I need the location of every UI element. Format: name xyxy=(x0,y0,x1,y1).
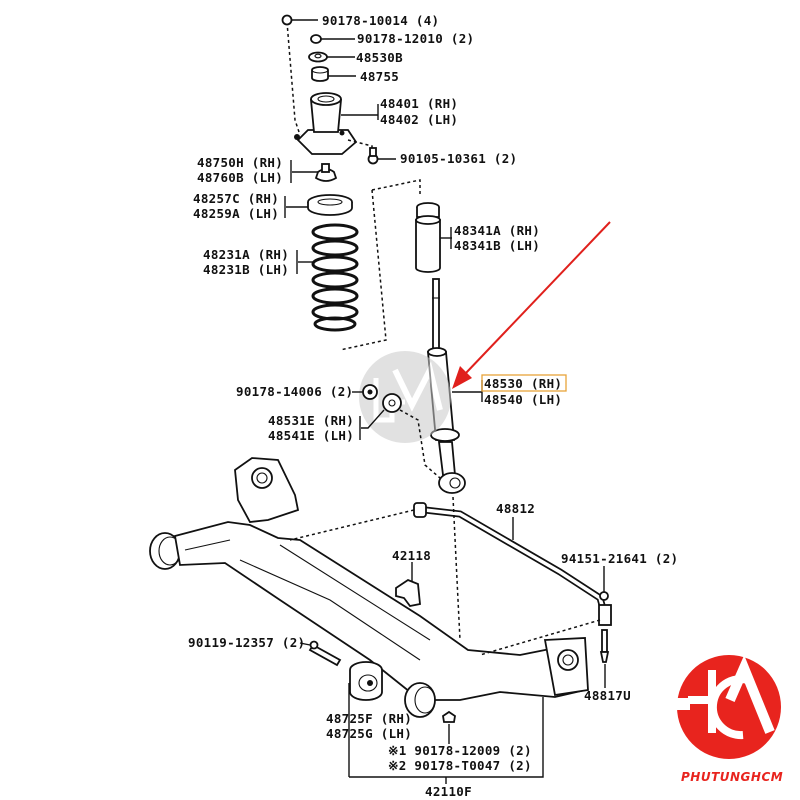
label-support-lh: 48402 (LH) xyxy=(380,112,458,127)
label-boot-lh: 48341B (LH) xyxy=(454,238,540,253)
label-absorber-lh: 48540 (LH) xyxy=(484,392,562,407)
label-bushing-lh: 48541E (LH) xyxy=(268,428,354,443)
stab-nut-icon xyxy=(599,591,609,601)
nut-small-icon xyxy=(310,34,322,44)
absorber-nut-icon xyxy=(362,384,378,400)
label-stab-bracket: 42118 xyxy=(392,548,431,563)
label-stabilizer-bar: 48812 xyxy=(496,501,535,516)
label-nut-absorber: 90178-14006 (2) xyxy=(236,384,353,399)
top-mount-group: 90178-10014 (4) 90178-12010 (2) 48530B 4… xyxy=(193,13,517,332)
logo-brand-text: PHUTUNGHCM xyxy=(681,770,783,784)
label-bushing-rh: 48531E (RH) xyxy=(268,413,354,428)
label-stab-nut: 94151-21641 (2) xyxy=(561,551,678,566)
label-absorber-rh[interactable]: 48530 (RH) xyxy=(484,376,562,391)
label-washer: 48530B xyxy=(356,50,403,65)
label-bolt-support: 90105-10361 (2) xyxy=(400,151,517,166)
label-spring-lh: 48231B (LH) xyxy=(203,262,289,277)
guide-dashed-line xyxy=(286,21,301,136)
label-bumper-lh: 48760B (LH) xyxy=(197,170,283,185)
hcm-logo: PHUTUNGHCM xyxy=(675,655,783,784)
nut-top-icon xyxy=(281,14,293,26)
collar-icon xyxy=(311,66,329,82)
label-bumper-rh: 48750H (RH) xyxy=(197,155,283,170)
beam-bushing-icon xyxy=(349,661,383,701)
bushing-icon xyxy=(382,393,402,413)
beam-nut-icon xyxy=(442,710,456,723)
highlight-box xyxy=(481,374,567,392)
support-icon xyxy=(294,92,358,155)
label-nut-small: 90178-12010 (2) xyxy=(357,31,474,46)
red-arrow-icon xyxy=(452,221,611,389)
axle-beam-icon xyxy=(149,457,589,718)
boot-icon xyxy=(415,202,441,273)
piston-rod-icon xyxy=(432,278,440,352)
coil-spring-icon xyxy=(311,223,359,332)
bolt-icon xyxy=(367,147,379,165)
label-insulator-rh: 48257C (RH) xyxy=(193,191,279,206)
beam-bolt-icon xyxy=(308,640,342,667)
logo-circle xyxy=(677,655,781,759)
label-nut-top: 90178-10014 (4) xyxy=(322,13,439,28)
bumper-icon xyxy=(314,163,338,182)
label-bolt-beam: 90119-12357 (2) xyxy=(188,635,305,650)
label-axle-beam: 42110F xyxy=(425,784,472,799)
label-collar: 48755 xyxy=(360,69,399,84)
label-support-rh: 48401 (RH) xyxy=(380,96,458,111)
label-nut-note2: ※2 90178-T0047 (2) xyxy=(388,758,532,773)
label-beam-bushing-lh: 48725G (LH) xyxy=(326,726,412,741)
watermark-logo xyxy=(359,351,451,443)
shock-lower-eye-icon xyxy=(438,472,466,494)
label-link: 48817U xyxy=(584,688,631,703)
link-bolt-icon xyxy=(599,629,610,663)
label-insulator-lh: 48259A (LH) xyxy=(193,206,279,221)
label-spring-rh: 48231A (RH) xyxy=(203,247,289,262)
label-beam-bushing-rh: 48725F (RH) xyxy=(326,711,412,726)
label-nut-note1: ※1 90178-12009 (2) xyxy=(388,743,532,758)
stabilizer-bar-icon xyxy=(413,502,612,626)
insulator-icon xyxy=(307,194,353,216)
stab-bracket-icon xyxy=(395,578,421,607)
label-boot-rh: 48341A (RH) xyxy=(454,223,540,238)
